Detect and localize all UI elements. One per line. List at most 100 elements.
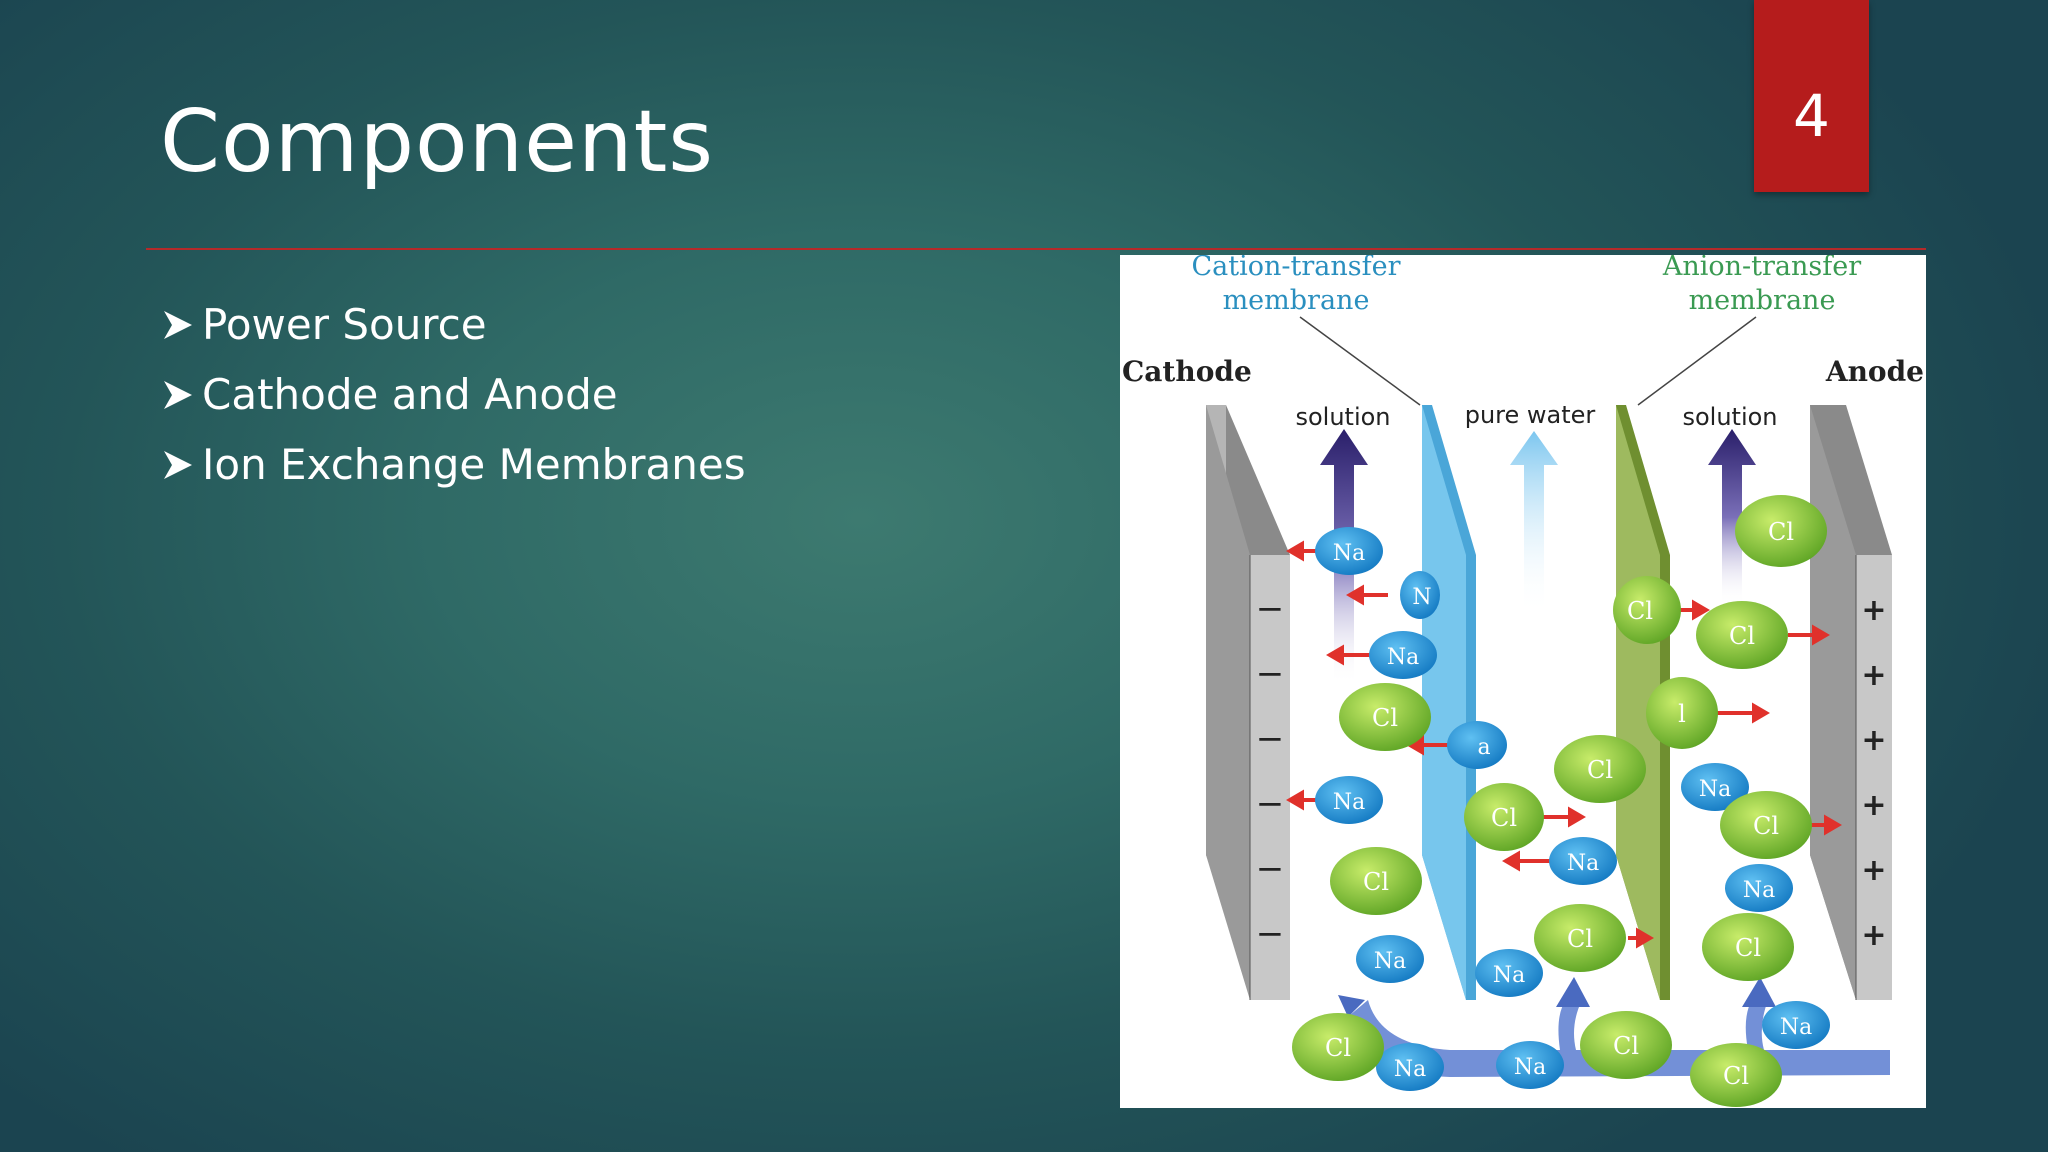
svg-text:Cl: Cl — [1627, 597, 1653, 625]
cathode-sign: − — [1256, 849, 1285, 889]
anion-transfer-membrane — [1616, 405, 1670, 1000]
bullet-item: Power Source — [160, 290, 746, 360]
anion-label-line2: membrane — [1689, 285, 1836, 316]
cl-ion: Cl — [1702, 913, 1794, 981]
cl-ion: Cl — [1330, 847, 1422, 915]
na-ion: Na — [1549, 837, 1617, 885]
na-ion: Na — [1681, 763, 1749, 811]
svg-text:Cl: Cl — [1723, 1062, 1749, 1090]
na-ion: Na — [1369, 631, 1437, 679]
electrodialysis-diagram: Cation-transfer membrane Anion-transfer … — [1120, 255, 1926, 1108]
svg-text:Na: Na — [1567, 851, 1599, 876]
cl-ion: Cl — [1534, 904, 1626, 972]
bullet-item: Cathode and Anode — [160, 360, 746, 430]
bullet-list: Power Source Cathode and Anode Ion Excha… — [160, 290, 746, 500]
solution-up-arrow-right — [1708, 429, 1756, 605]
na-ion: Na — [1496, 1041, 1564, 1089]
cathode-label: Cathode — [1122, 355, 1252, 388]
flow-arrow-head — [1556, 977, 1590, 1007]
svg-text:Na: Na — [1333, 790, 1365, 815]
na-ion: Na — [1315, 776, 1383, 824]
na-ion: Na — [1356, 935, 1424, 983]
anion-pointer-line — [1637, 316, 1757, 406]
cation-label-line2: membrane — [1223, 285, 1370, 316]
na-ion: Na — [1315, 527, 1383, 575]
anion-label-line1: Anion-transfer — [1662, 255, 1861, 282]
cathode-sign: − — [1256, 589, 1285, 629]
flow-branch-arrow — [1558, 1000, 1582, 1050]
svg-text:Na: Na — [1699, 777, 1731, 802]
cl-ion: l — [1646, 677, 1718, 749]
cathode-sign: − — [1256, 719, 1285, 759]
anode-sign: + — [1861, 788, 1886, 823]
svg-text:Na: Na — [1514, 1055, 1546, 1080]
cation-pointer-line — [1299, 316, 1421, 406]
anode-plate — [1810, 405, 1892, 1000]
anode-sign: + — [1861, 593, 1886, 628]
svg-text:Cl: Cl — [1729, 622, 1755, 650]
svg-text:Na: Na — [1333, 541, 1365, 566]
cation-membrane-label: Cation-transfer membrane — [1192, 255, 1401, 316]
svg-text:Na: Na — [1394, 1057, 1426, 1082]
pure-water-up-arrow — [1510, 431, 1558, 615]
anion-membrane-label: Anion-transfer membrane — [1662, 255, 1861, 316]
anode-sign: + — [1861, 918, 1886, 953]
svg-text:Na: Na — [1374, 949, 1406, 974]
svg-text:a: a — [1477, 735, 1490, 760]
na-ion: Na — [1475, 949, 1543, 997]
arrow-bullet-icon — [164, 451, 192, 479]
bullet-text: Power Source — [202, 300, 487, 349]
title-divider — [146, 248, 1926, 250]
cl-ion: Cl — [1720, 791, 1812, 859]
cathode-sign: − — [1256, 784, 1285, 824]
na-ion: a — [1447, 721, 1507, 769]
pure-water-label: pure water — [1465, 401, 1596, 429]
cation-label-line1: Cation-transfer — [1192, 255, 1401, 282]
page-number-badge: 4 — [1754, 0, 1869, 192]
svg-text:Na: Na — [1387, 645, 1419, 670]
svg-text:Na: Na — [1780, 1015, 1812, 1040]
cl-ion: Cl — [1580, 1011, 1672, 1079]
bullet-text: Ion Exchange Membranes — [202, 440, 746, 489]
svg-text:Cl: Cl — [1768, 518, 1794, 546]
cathode-sign: − — [1256, 914, 1285, 954]
na-ion: Na — [1762, 1001, 1830, 1049]
svg-text:Cl: Cl — [1491, 804, 1517, 832]
cation-transfer-membrane — [1422, 405, 1476, 1000]
cl-ion: Cl — [1339, 683, 1431, 751]
cl-ion: Cl — [1554, 735, 1646, 803]
svg-text:Cl: Cl — [1325, 1034, 1351, 1062]
svg-text:Cl: Cl — [1613, 1032, 1639, 1060]
svg-text:Na: Na — [1493, 963, 1525, 988]
cl-ion: Cl — [1735, 495, 1827, 567]
flow-arrow-head — [1742, 977, 1776, 1007]
cl-ion: Cl — [1690, 1043, 1782, 1107]
bullet-text: Cathode and Anode — [202, 370, 618, 419]
flow-branch-arrow — [1745, 1000, 1768, 1050]
page-number: 4 — [1793, 82, 1830, 150]
na-ion: Na — [1376, 1043, 1444, 1091]
cl-ion: Cl — [1613, 576, 1681, 644]
flow-arrow-head — [1338, 995, 1365, 1017]
bullet-item: Ion Exchange Membranes — [160, 430, 746, 500]
svg-text:N: N — [1412, 585, 1431, 610]
svg-text:Cl: Cl — [1372, 704, 1398, 732]
anode-sign: + — [1861, 723, 1886, 758]
anode-sign: + — [1861, 658, 1886, 693]
svg-text:Cl: Cl — [1567, 925, 1593, 953]
arrow-bullet-icon — [164, 311, 192, 339]
anode-sign: + — [1861, 853, 1886, 888]
svg-text:Cl: Cl — [1363, 868, 1389, 896]
cl-ion: Cl — [1464, 783, 1544, 851]
na-ion: N — [1400, 571, 1440, 619]
svg-text:Cl: Cl — [1587, 756, 1613, 784]
svg-text:Na: Na — [1743, 878, 1775, 903]
cl-ion: Cl — [1292, 1013, 1384, 1081]
arrow-bullet-icon — [164, 381, 192, 409]
solution-left-label: solution — [1295, 403, 1390, 431]
cl-ion: Cl — [1696, 601, 1788, 669]
ion-migration-arrows — [1286, 540, 1842, 949]
solution-right-label: solution — [1682, 403, 1777, 431]
svg-text:l: l — [1678, 700, 1686, 728]
cathode-sign: − — [1256, 654, 1285, 694]
